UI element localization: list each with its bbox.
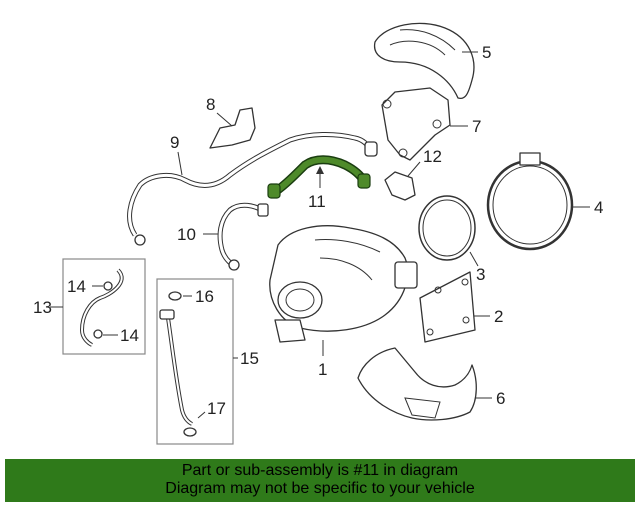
callout-13: 13 (33, 298, 52, 317)
callout-10: 10 (177, 225, 196, 244)
callout-6: 6 (496, 389, 505, 408)
callout-17: 17 (207, 399, 226, 418)
heat-shield-lower (357, 347, 492, 421)
banner-line-2: Diagram may not be specific to your vehi… (165, 480, 475, 497)
callout-12: 12 (423, 147, 442, 166)
callout-4: 4 (594, 198, 603, 217)
callout-1: 1 (318, 360, 327, 379)
parts-diagram: 5 7 8 9 11 12 (33, 22, 603, 445)
callout-5: 5 (482, 43, 491, 62)
bracket-12 (384, 161, 421, 201)
gasket-3 (418, 195, 479, 267)
coolant-line-10 (203, 202, 269, 271)
coolant-pipe-11-highlighted (267, 155, 371, 199)
plate-2 (419, 271, 490, 343)
group-box-15 (156, 278, 238, 445)
turbocharger-1 (269, 225, 418, 356)
heat-shield-upper (373, 22, 478, 100)
bracket-8 (209, 107, 256, 149)
clamp-4 (486, 152, 590, 251)
callout-11: 11 (308, 192, 326, 211)
banner-line-1: Part or sub-assembly is #11 in diagram (181, 462, 459, 479)
callout-7: 7 (472, 117, 481, 136)
callout-14-lower: 14 (120, 326, 139, 345)
callout-9: 9 (170, 133, 179, 152)
callout-16: 16 (195, 287, 214, 306)
info-banner: Part or sub-assembly is #11 in diagram D… (5, 459, 635, 502)
callout-8: 8 (206, 95, 215, 114)
callout-3: 3 (476, 265, 485, 284)
group-box-13 (50, 258, 146, 355)
callout-2: 2 (494, 307, 503, 326)
heat-shield-mid (381, 87, 468, 161)
callout-15: 15 (240, 349, 259, 368)
callout-14-upper: 14 (67, 277, 86, 296)
oil-feed-line-9 (127, 131, 378, 246)
